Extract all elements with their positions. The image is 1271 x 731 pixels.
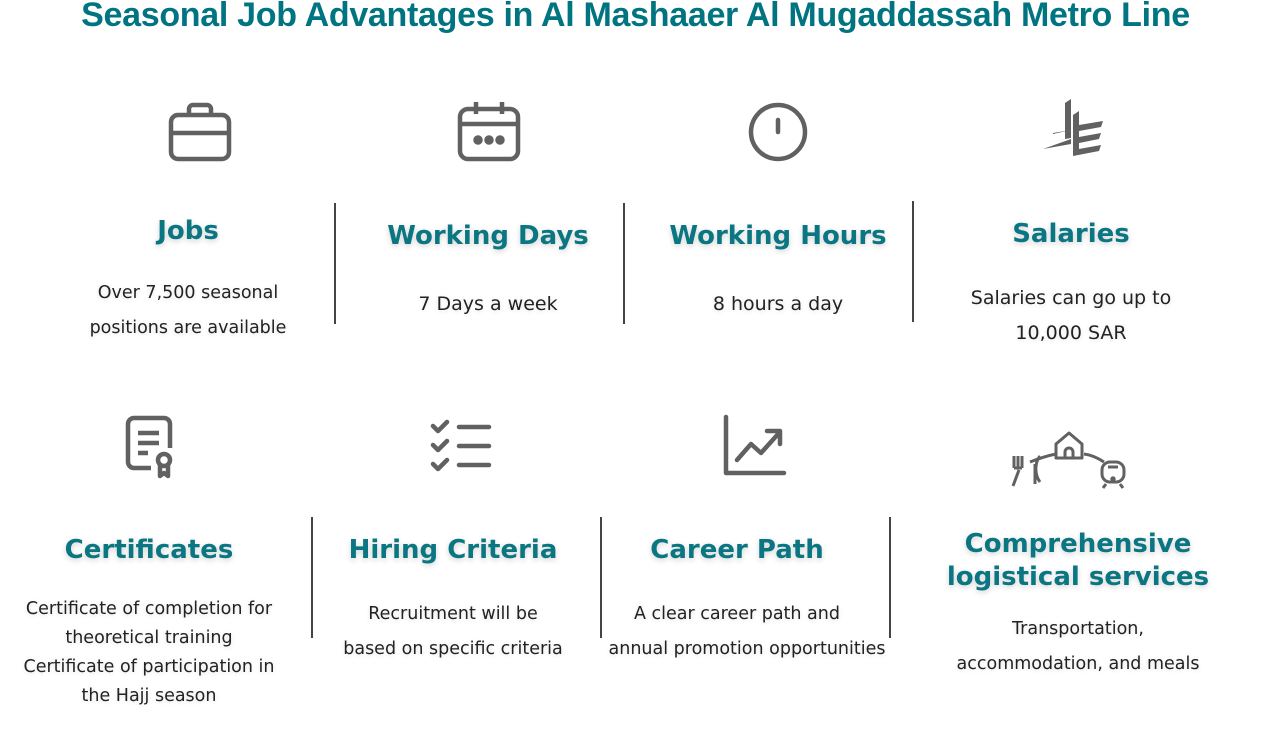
benefit-salaries: Salaries Salaries can go up to 10,000 SA… (906, 218, 1236, 351)
benefit-line: Over 7,500 seasonal (97, 283, 279, 303)
clock-icon (748, 102, 808, 162)
divider (311, 517, 313, 638)
benefit-logistical-services: Comprehensive logistical services Transp… (898, 528, 1258, 682)
benefit-line: 7 Days a week (418, 293, 558, 315)
riyal-currency-icon (1043, 99, 1103, 156)
benefit-line: annual promotion opportunities (608, 639, 886, 659)
benefit-title: Salaries (1012, 219, 1130, 249)
benefit-jobs: Jobs Over 7,500 seasonal positions are a… (23, 215, 353, 343)
benefit-line: Recruitment will be (368, 604, 538, 624)
benefit-title: Hiring Criteria (348, 535, 558, 565)
benefit-line: Certificate of completion for (25, 599, 273, 619)
divider (623, 203, 625, 324)
benefit-career-path: Career Path A clear career path and annu… (567, 534, 927, 667)
divider (600, 517, 602, 638)
benefit-line: positions are available (89, 318, 287, 338)
benefit-line: Salaries can go up to (970, 287, 1172, 309)
divider (889, 517, 891, 638)
benefit-line: Certificate of participation in (23, 657, 275, 677)
benefit-line: 10,000 SAR (1015, 322, 1127, 344)
benefit-line: the Hajj season (81, 686, 217, 706)
benefit-title: Comprehensive logistical services (946, 529, 1210, 592)
benefit-line: Transportation, (1012, 619, 1144, 639)
certificate-icon (125, 415, 173, 479)
benefit-certificates: Certificates Certificate of completion f… (0, 534, 314, 711)
benefit-line: 8 hours a day (712, 293, 844, 315)
benefit-working-hours: Working Hours 8 hours a day (613, 220, 943, 322)
benefit-line: based on specific criteria (343, 639, 563, 659)
divider (334, 203, 336, 324)
chart-growth-icon (723, 414, 787, 476)
checklist-icon (430, 419, 492, 472)
logistics-icon (1011, 431, 1126, 489)
benefit-title: Working Hours (669, 221, 887, 251)
benefit-title: Working Days (387, 221, 589, 251)
benefit-title: Jobs (157, 216, 219, 246)
benefit-working-days: Working Days 7 Days a week (323, 220, 653, 322)
benefit-title: Certificates (64, 535, 234, 565)
divider (912, 201, 914, 322)
benefit-line: A clear career path and (634, 604, 840, 624)
page-title: Seasonal Job Advantages in Al Mashaaer A… (81, 0, 1190, 34)
briefcase-icon (168, 102, 232, 162)
benefit-title: Career Path (650, 535, 824, 565)
benefit-hiring-criteria: Hiring Criteria Recruitment will be base… (288, 534, 618, 667)
benefit-line: accommodation, and meals (956, 654, 1200, 674)
calendar-icon (457, 102, 521, 162)
benefit-line: theoretical training (65, 628, 233, 648)
